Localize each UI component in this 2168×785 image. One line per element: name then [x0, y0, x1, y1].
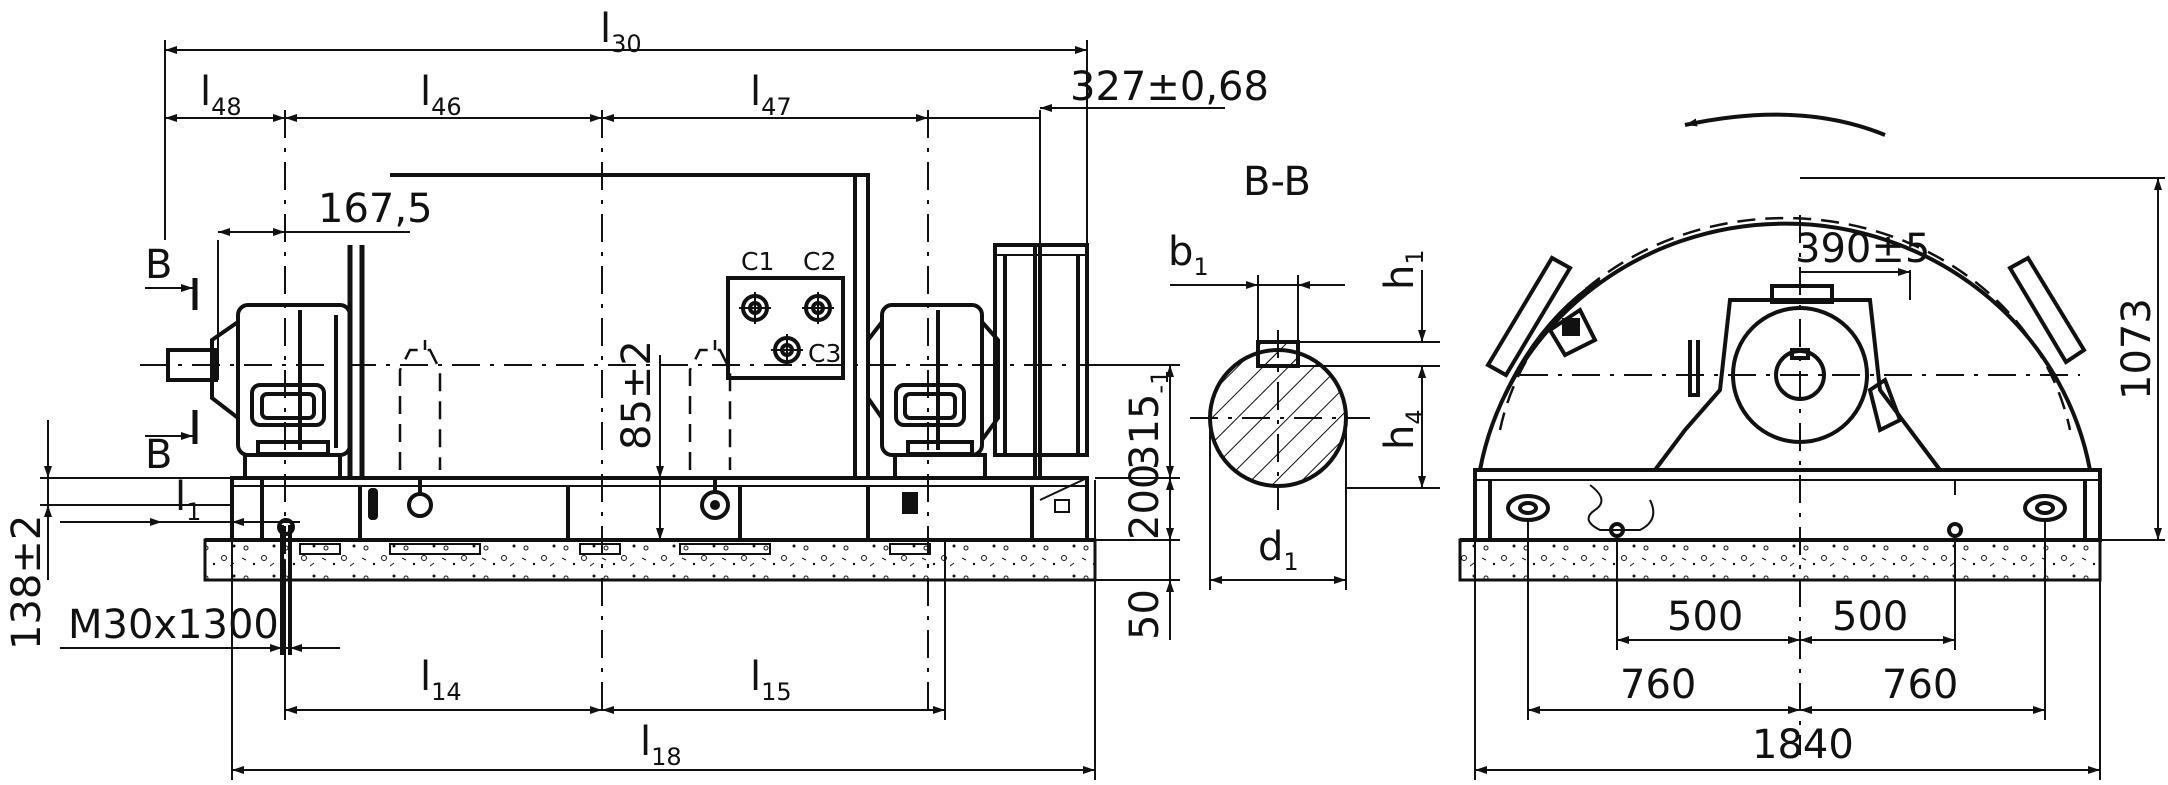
- side-view: C1 C2 C3: [4, 6, 1269, 780]
- dim-l30: l30: [600, 6, 642, 58]
- dim-315: 315-1: [1122, 370, 1174, 470]
- dim-b1: b1: [1168, 229, 1209, 281]
- dim-l18: l18: [640, 719, 682, 771]
- connection-box: [726, 276, 845, 380]
- dim-h1: h1: [1377, 249, 1429, 290]
- dome-casing: [1478, 221, 2092, 471]
- end-base: [1473, 468, 2102, 542]
- dim-167-5: 167,5: [318, 186, 433, 232]
- label-c3: C3: [808, 339, 841, 368]
- section-title: B-B: [1243, 159, 1311, 205]
- dim-500-right: 500: [1832, 594, 1908, 640]
- dim-85: 85±2: [614, 340, 660, 450]
- dim-200: 200: [1122, 464, 1168, 540]
- dim-50: 50: [1122, 589, 1168, 640]
- dim-500-left: 500: [1667, 594, 1743, 640]
- dim-d1: d1: [1258, 524, 1299, 576]
- right-motor: [866, 303, 1000, 514]
- dim-327: 327±0,68: [1070, 64, 1269, 110]
- dim-l15: l15: [750, 654, 792, 706]
- dim-760-left: 760: [1620, 662, 1696, 708]
- fan-unit: [993, 243, 1089, 478]
- section-mark-b-bottom: B: [145, 432, 172, 478]
- dim-l48: l48: [200, 69, 242, 121]
- section-view: B-B b1 h1 h4 d1: [1168, 159, 1440, 590]
- dim-760-right: 760: [1882, 662, 1958, 708]
- dim-h4: h4: [1377, 409, 1429, 450]
- dim-l46: l46: [420, 69, 462, 121]
- dim-l47: l47: [750, 69, 792, 121]
- dim-l1: l1: [175, 474, 201, 526]
- end-view: 390±5 1073 500 500 760 760 1840: [1458, 112, 2165, 780]
- foundation: [203, 538, 1097, 582]
- left-motor: [166, 303, 352, 480]
- label-bolt: M30x1300: [68, 602, 279, 648]
- dim-1840: 1840: [1752, 722, 1854, 768]
- label-c1: C1: [741, 247, 774, 276]
- dim-l14: l14: [420, 654, 462, 706]
- dim-138: 138±2: [4, 515, 50, 650]
- label-c2: C2: [803, 247, 836, 276]
- dim-1073: 1073: [2114, 298, 2160, 400]
- section-mark-b-top: B: [145, 242, 172, 288]
- dim-390: 390±5: [1795, 226, 1930, 272]
